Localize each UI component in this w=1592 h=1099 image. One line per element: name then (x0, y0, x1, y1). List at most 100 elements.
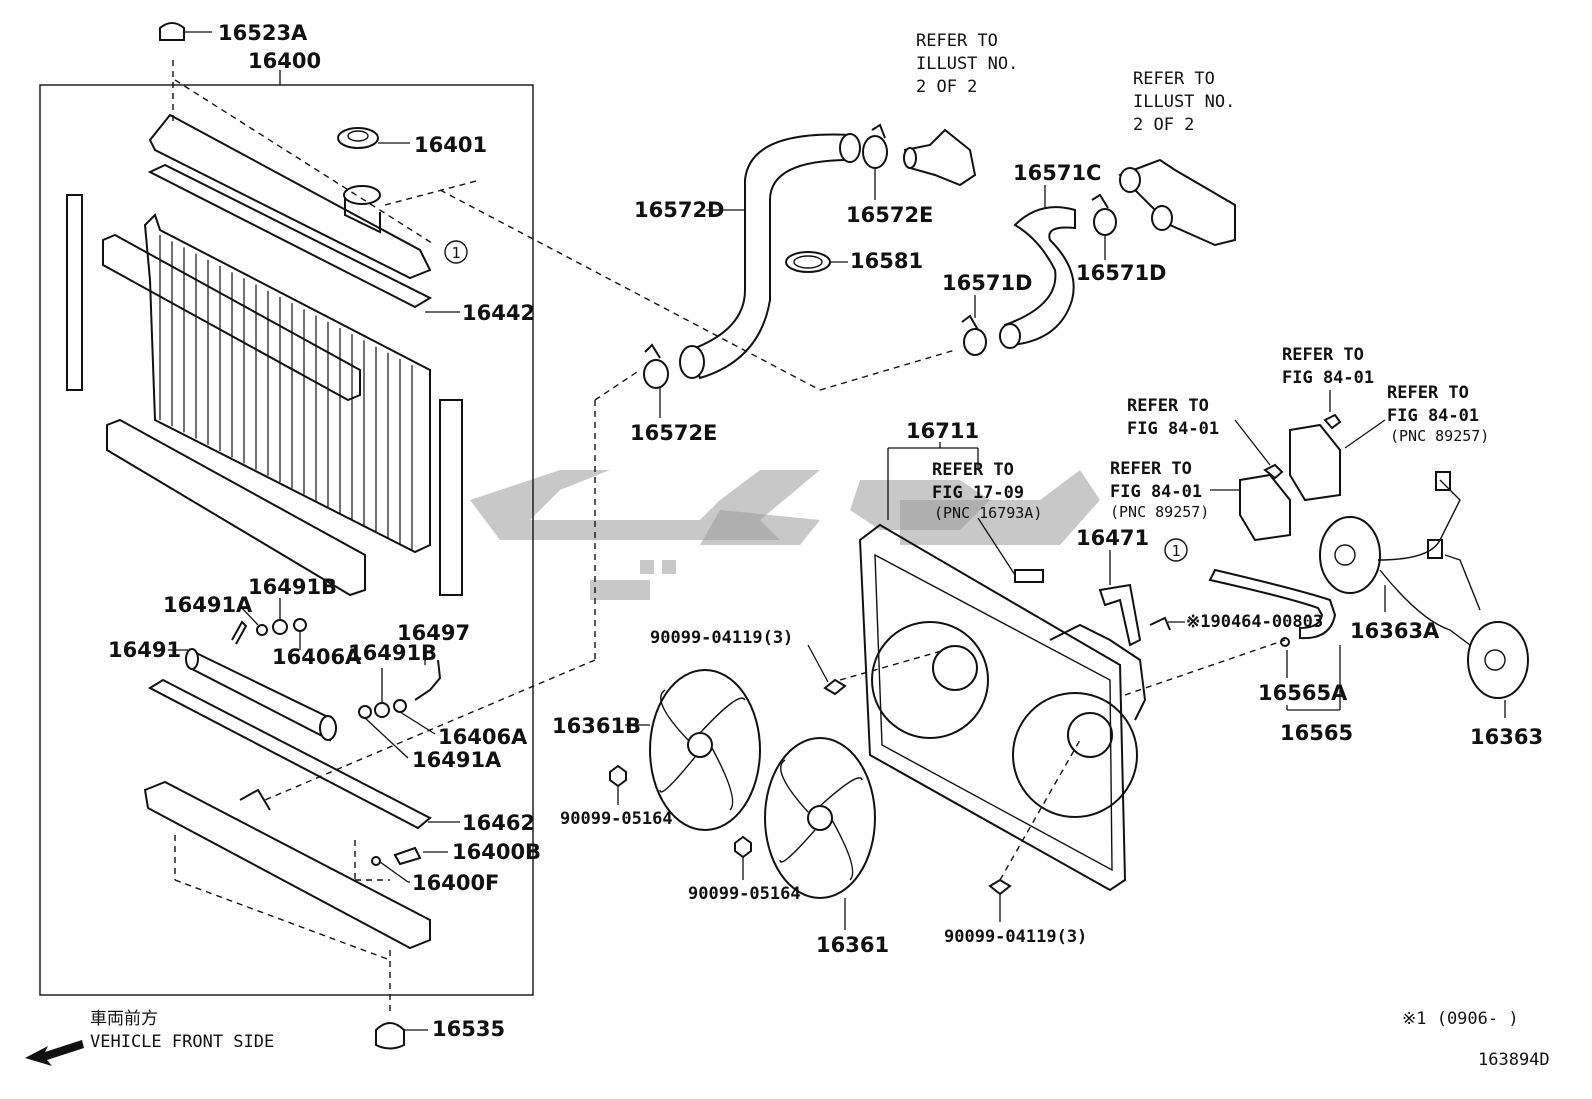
upper-hose-16572D (679, 133, 861, 380)
label-16572E-upper: 16572E (846, 203, 933, 227)
svg-text:REFER TO: REFER TO (932, 460, 1014, 480)
label-16442: 16442 (462, 301, 535, 325)
side-rail-lower (106, 418, 366, 597)
radiator-cap-16523A (159, 22, 212, 41)
svg-text:REFER TO: REFER TO (1110, 459, 1192, 479)
label-16400B: 16400B (452, 840, 541, 864)
orientation-japanese: 車両前方 (90, 1009, 158, 1029)
diagram-id: 163894D (1478, 1050, 1550, 1070)
label-16565A: 16565A (1258, 681, 1348, 705)
label-16581: 16581 (850, 249, 923, 273)
nut-90099-05164-left (609, 764, 627, 805)
label-16535: 16535 (432, 1017, 505, 1041)
label-16497: 16497 (397, 621, 470, 645)
hose-16565 (1208, 568, 1341, 711)
svg-text:(PNC 89257): (PNC 89257) (1390, 427, 1489, 445)
orientation-indicator: 車両前方 VEHICLE FRONT SIDE (25, 1009, 274, 1066)
label-90099-05164-left: 90099-05164 (560, 809, 673, 829)
leader-lines-radiator (168, 311, 650, 883)
svg-text:FIG 84-01: FIG 84-01 (1127, 419, 1219, 439)
label-16571D-left: 16571D (942, 271, 1033, 295)
svg-text:FIG 17-09: FIG 17-09 (932, 483, 1024, 503)
fan-shroud-16711 (858, 442, 1147, 892)
label-16491B-lower: 16491B (348, 641, 437, 665)
svg-text:FIG 84-01: FIG 84-01 (1387, 406, 1479, 426)
dashed-connections (264, 189, 1286, 881)
label-16711: 16711 (906, 419, 979, 443)
label-16572D: 16572D (634, 198, 725, 222)
radiator-upper-tank (148, 113, 432, 280)
label-16471: 16471 (1076, 526, 1149, 550)
svg-text:REFER TO: REFER TO (916, 31, 998, 51)
label-16363A: 16363A (1350, 619, 1440, 643)
svg-text:ILLUST NO.: ILLUST NO. (1133, 92, 1235, 112)
svg-text:FIG 84-01: FIG 84-01 (1110, 482, 1202, 502)
outlet-fitting-upper (903, 128, 977, 187)
ref-note-fig1709: REFER TO FIG 17-09 (PNC 16793A) (932, 460, 1042, 522)
bolt-90099-04119-upper (807, 644, 847, 696)
hose-clamp-16571D-right (1091, 193, 1117, 260)
cap-gasket-16401 (337, 127, 410, 149)
radiator-assembly (39, 60, 534, 1015)
ref-note-fig84-b: REFER TO FIG 84-01 (PNC 89257) (1110, 459, 1209, 521)
circle-marker-1: 1 (444, 240, 468, 264)
hose-clamp-16572E-upper (862, 123, 888, 200)
clip-190464 (1149, 616, 1185, 631)
label-90099-05164-right: 90099-05164 (688, 884, 801, 904)
svg-text:REFER TO: REFER TO (1127, 396, 1209, 416)
footnote: ※1 (0906- ) (1402, 1009, 1519, 1029)
label-16565: 16565 (1280, 721, 1353, 745)
controller-modules (1210, 390, 1386, 542)
circle-marker-1b: 1 (1164, 538, 1188, 562)
side-seal-left (66, 194, 83, 391)
radiator-upper-seal (147, 163, 433, 309)
svg-text:2 OF 2: 2 OF 2 (1133, 115, 1194, 135)
svg-text:2 OF 2: 2 OF 2 (916, 77, 977, 97)
fan-16361 (764, 737, 876, 930)
radiator-lower-tank (143, 780, 431, 950)
label-90099-04119-upper: 90099-04119(3) (650, 628, 793, 648)
part-labels: 16523A 16400 16401 16442 16491A 16491B 1… (108, 21, 1543, 1041)
label-16491A-upper: 16491A (163, 593, 253, 617)
label-16491A-lower: 16491A (412, 748, 502, 772)
ref-note-fig84-d: REFER TO FIG 84-01 (PNC 89257) (1387, 383, 1489, 445)
wire-harness (1377, 471, 1481, 646)
bolt-90099-04119-lower (988, 878, 1012, 922)
drain-plug-16400B (393, 846, 422, 866)
ref-note-fig84-a: REFER TO FIG 84-01 (1127, 396, 1219, 439)
fan-motor-16363A (1319, 516, 1386, 612)
svg-text:(PNC 16793A): (PNC 16793A) (934, 504, 1042, 522)
svg-text:1: 1 (451, 244, 460, 262)
label-16491B-upper: 16491B (248, 575, 337, 599)
fan-motor-16363 (1467, 621, 1529, 718)
side-seal-right (439, 399, 463, 596)
radiator-assembly-frame (39, 84, 534, 996)
outlet-fitting-lower (1118, 158, 1236, 247)
label-16523A: 16523A (218, 21, 308, 45)
label-16406A-upper: 16406A (272, 645, 362, 669)
label-16361B: 16361B (552, 714, 641, 738)
arrow-left-icon (25, 1040, 84, 1066)
side-rail-upper (102, 233, 361, 402)
hose-clamp-16572E-lower (643, 343, 669, 418)
svg-text:FIG 84-01: FIG 84-01 (1282, 368, 1374, 388)
label-16361: 16361 (816, 933, 889, 957)
orientation-english: VEHICLE FRONT SIDE (90, 1032, 274, 1052)
label-16400F: 16400F (412, 871, 499, 895)
svg-text:(PNC 89257): (PNC 89257) (1110, 503, 1209, 521)
label-190464-00803: ※190464-00803 (1186, 612, 1323, 632)
nut-90099-05164-right (734, 835, 752, 880)
label-16571C: 16571C (1013, 161, 1101, 185)
ref-note-illust-upper: REFER TO ILLUST NO. 2 OF 2 (916, 31, 1018, 97)
label-16406A-lower: 16406A (438, 725, 528, 749)
ref-note-illust-right: REFER TO ILLUST NO. 2 OF 2 (1133, 69, 1235, 135)
svg-text:1: 1 (1171, 542, 1180, 560)
label-16363: 16363 (1470, 725, 1543, 749)
svg-text:REFER TO: REFER TO (1282, 345, 1364, 365)
watermark-logo (470, 470, 1100, 600)
mount-16535 (375, 1022, 428, 1050)
label-90099-04119-lower: 90099-04119(3) (944, 927, 1087, 947)
label-16572E-lower: 16572E (630, 421, 717, 445)
label-16491: 16491 (108, 638, 181, 662)
